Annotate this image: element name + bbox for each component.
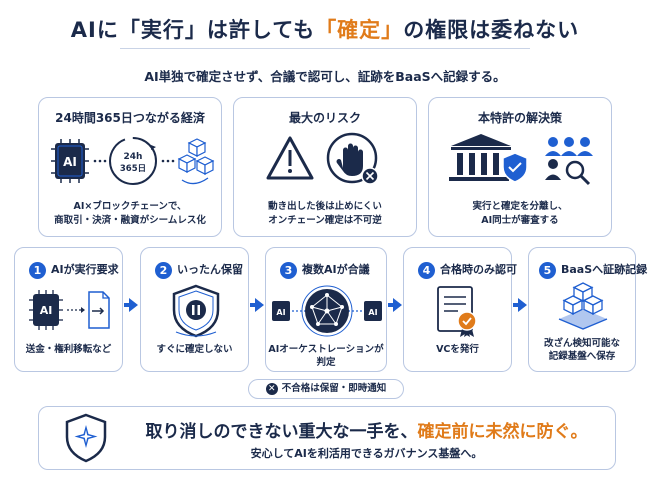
panel-risk-title: 最大のリスク	[288, 111, 361, 125]
step-3-number: 3	[280, 261, 297, 279]
panel-risk-line1: 動き出した後は止めにくい	[268, 201, 382, 212]
bottom-main-pre: 取り消しのできない重大な一手を、	[145, 422, 418, 442]
step-4-title: 合格時のみ認可	[440, 263, 517, 276]
step-3-chip-left: AI	[276, 308, 285, 317]
step-1-head: 1 AIが実行要求	[29, 261, 119, 279]
panel-economy: 24時間365日つながる経済 AI 24h 365日 AI×ブロックチェーンで、…	[38, 97, 222, 237]
arrow-2-3-stem	[250, 303, 256, 307]
step-5-title: BaaSへ証跡記録	[561, 263, 648, 276]
title-post: の権限は委ねない	[403, 18, 580, 42]
panel-solution-line1: 実行と確定を分離し、	[472, 201, 568, 212]
step-1-label: 送金・権利移転など	[25, 344, 112, 355]
star-shield-icon	[65, 413, 107, 463]
bottom-main-text: 取り消しのできない重大な一手を、確定前に未然に防ぐ。	[119, 417, 614, 442]
title-divider	[120, 48, 530, 49]
panel-risk: 最大のリスク 動き出した後は止めにくい オンチェーン確定は不可逆	[233, 97, 417, 237]
title-highlight: 「確定」	[315, 18, 404, 42]
bottom-sub-text: 安心してAIを利活用できるガバナンス基盤へ。	[250, 447, 483, 460]
step-2-card: 2 いったん保留 すぐに確定しない	[140, 247, 249, 372]
step-3-card: 3 複数AIが合議 AI AI AIオーケストレーションが判定	[265, 247, 387, 372]
fail-note: ✕不合格は保留・即時通知	[248, 379, 404, 399]
arrow-1-2-icon	[129, 298, 138, 312]
arrow-3-4-icon	[393, 298, 402, 312]
page-title: AIに「実行」は許しても「確定」の権限は委ねない	[0, 14, 650, 44]
step-3-label: AIオーケストレーションが判定	[268, 344, 384, 368]
panel-solution-title: 本特許の解決策	[477, 111, 562, 125]
step-5-number: 5	[539, 261, 556, 279]
step-4-number: 4	[418, 261, 435, 279]
step-4-card: 4 合格時のみ認可 VCを発行	[403, 247, 517, 372]
ai-chip-document-icon: AI	[29, 290, 110, 330]
multi-ai-consensus-icon: AI AI	[272, 285, 382, 337]
title-pre: AIに「実行」は許しても	[70, 18, 316, 42]
panel-economy-line1: AI×ブロックチェーンで、	[73, 201, 187, 212]
step-1-number: 1	[29, 261, 46, 279]
step-3-head: 3 複数AIが合議	[280, 261, 370, 279]
step-4-label: VCを発行	[436, 344, 479, 355]
step-5-label-2: 記録基盤へ保存	[548, 351, 616, 362]
clock-24h-label: 24h	[124, 152, 143, 162]
bottom-main-highlight: 確定前に未然に防ぐ。	[417, 422, 588, 442]
blockchain-blocks-icon	[558, 282, 608, 330]
step-1-card: 1 AIが実行要求 AI 送金・権利移転など	[14, 247, 123, 372]
step-3-title: 複数AIが合議	[302, 263, 370, 276]
panel-solution: 本特許の解決策 実行と確定を分離し、 AI同士が審査する	[428, 97, 612, 237]
fail-note-text: 不合格は保留・即時通知	[281, 383, 387, 394]
subtitle: AI単独で確定させず、合議で認可し、証跡をBaaSへ記録する。	[144, 69, 506, 84]
step-1-chip-label: AI	[40, 304, 53, 317]
panel-economy-line2: 商取引・決済・融資がシームレス化	[54, 215, 206, 226]
arrow-1-2-stem	[124, 303, 130, 307]
step-2-number: 2	[155, 261, 172, 279]
clock-365-label: 365日	[120, 164, 146, 174]
panel-risk-line2: オンチェーン確定は不可逆	[268, 215, 382, 226]
certificate-badge-icon	[437, 286, 477, 337]
step-1-title: AIが実行要求	[51, 263, 119, 276]
panel-economy-title: 24時間365日つながる経済	[55, 111, 205, 125]
step-2-head: 2 いったん保留	[155, 261, 243, 279]
close-icon: ✕	[265, 383, 278, 395]
step-2-title: いったん保留	[177, 263, 243, 276]
step-5-label-1: 改ざん検知可能な	[543, 338, 620, 349]
arrow-4-5-stem	[513, 303, 519, 307]
step-2-label: すぐに確定しない	[156, 344, 233, 355]
bottom-banner: 取り消しのできない重大な一手を、確定前に未然に防ぐ。 安心してAIを利活用できる…	[38, 406, 616, 470]
institution-shield-people-icon	[449, 134, 593, 186]
panel-chip-label: AI	[63, 155, 77, 169]
panel-solution-line2: AI同士が審査する	[481, 215, 559, 226]
step-4-head: 4 合格時のみ認可	[418, 261, 517, 279]
pause-shield-icon	[172, 284, 220, 338]
arrow-4-5-icon	[518, 298, 527, 312]
warning-stop-hand-icon	[266, 132, 379, 185]
ai-chip-clock-blocks-icon: AI 24h 365日	[51, 137, 215, 185]
arrow-3-4-stem	[388, 303, 394, 307]
arrow-2-3-icon	[255, 298, 264, 312]
step-5-card: 5 BaaSへ証跡記録 改ざん検知可能な 記録基盤へ保存	[528, 247, 647, 372]
step-5-head: 5 BaaSへ証跡記録	[539, 261, 647, 279]
step-3-chip-right: AI	[368, 308, 377, 317]
